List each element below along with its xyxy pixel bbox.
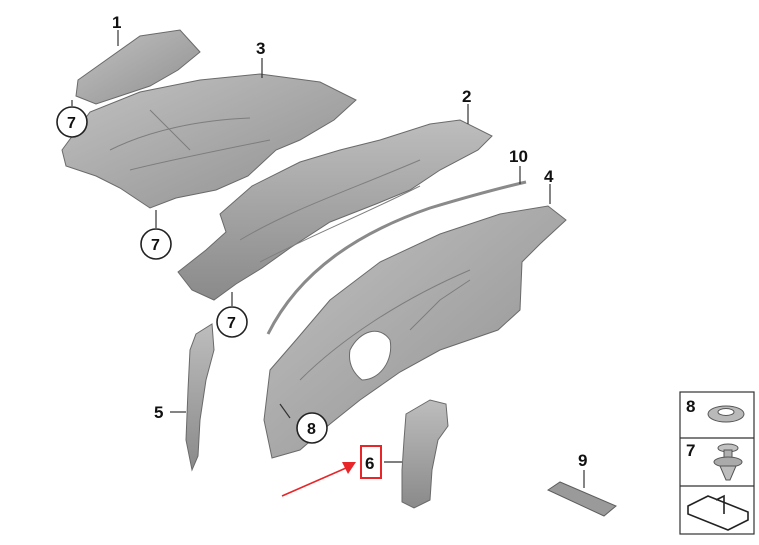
circled-callout-7a: 7 — [56, 100, 88, 138]
part-10-seal-strip[interactable] — [266, 180, 527, 335]
callout-5: 5 — [154, 403, 163, 422]
legend-7-label: 7 — [686, 441, 695, 460]
callout-4: 4 — [544, 167, 554, 186]
part-6-trim-panel[interactable] — [401, 399, 449, 509]
legend-8-label: 8 — [686, 397, 695, 416]
part-2-detail — [239, 159, 421, 263]
pointer-arrow-shaft — [281, 467, 347, 497]
legend-8-grommet-icon — [707, 405, 745, 423]
callout-9: 9 — [578, 451, 587, 470]
callout-3: 3 — [256, 39, 265, 58]
part-3-detail — [109, 109, 271, 171]
pointer-arrow-head — [342, 462, 356, 474]
part-1-insulation-panel[interactable] — [75, 29, 201, 105]
part-9-pad[interactable] — [546, 481, 617, 517]
fastener-legend: 8 7 — [679, 391, 755, 535]
circled-callout-7c: 7 — [216, 292, 248, 338]
circled-7a-label: 7 — [67, 115, 76, 132]
circled-7b-label: 7 — [151, 237, 160, 254]
circled-callout-7b: 7 — [140, 210, 172, 260]
circled-8-label: 8 — [307, 421, 316, 438]
part-4-opening — [349, 330, 392, 381]
circled-callout-8: 8 — [279, 403, 328, 444]
legend-7-clip-icon — [713, 443, 743, 481]
callout-10: 10 — [509, 147, 528, 166]
part-5-side-trim[interactable] — [185, 323, 215, 472]
legend-corner-bracket-icon — [687, 494, 749, 531]
part-3-insulation-panel[interactable] — [61, 73, 357, 209]
part-2-insulation-panel[interactable] — [177, 119, 493, 301]
callout-2: 2 — [462, 87, 471, 106]
highlight-box — [360, 445, 382, 479]
part-4-rear-bulkhead[interactable] — [263, 205, 567, 459]
circled-7c-label: 7 — [227, 315, 236, 332]
callout-6: 6 — [365, 454, 374, 473]
part-4-detail — [299, 269, 471, 381]
callout-1: 1 — [112, 13, 121, 32]
